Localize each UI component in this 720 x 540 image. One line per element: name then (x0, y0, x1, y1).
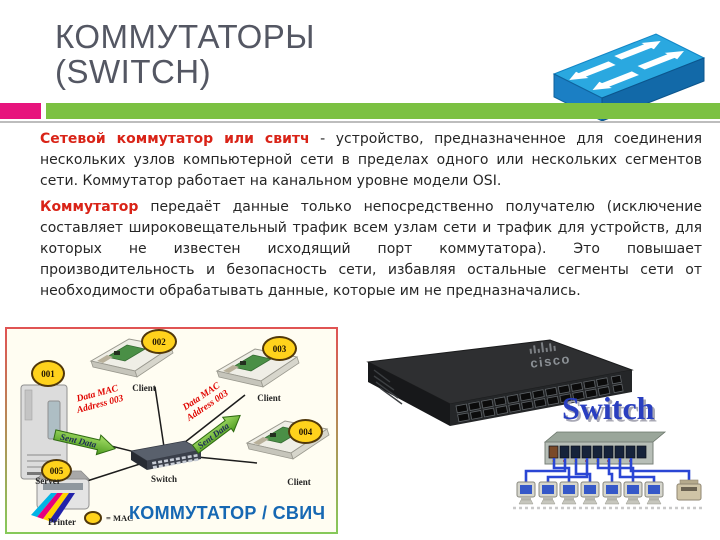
printer-icon (31, 470, 90, 523)
mac-legend-oval (84, 511, 102, 525)
monitor-icon (644, 481, 664, 505)
monitor-icon (516, 481, 536, 505)
mac-oval-printer: 005 (41, 459, 72, 482)
term-kommutator: Коммутатор (40, 199, 139, 215)
paragraph-behavior: Коммутатор передаёт данные только непоср… (40, 197, 702, 302)
monitor-icon (559, 481, 579, 505)
monitor-icon (623, 481, 643, 505)
page-title: КОММУТАТОРЫ (SWITCH) (55, 18, 316, 90)
accent-pink-block (0, 103, 41, 119)
port-grid (455, 374, 624, 423)
switch-device-icon (129, 440, 203, 470)
mac-oval-client3: 003 (262, 336, 297, 361)
divider-line (0, 121, 720, 123)
switch-arrows-icon (569, 40, 684, 90)
paragraph-definition-text: - устройство, предназначенное для соедин… (40, 131, 702, 189)
paragraph-behavior-text: передаёт данные только непосредственно п… (40, 199, 702, 299)
paragraph-definition: Сетевой коммутатор или свитч - устройств… (40, 129, 702, 192)
vent-grille (373, 369, 403, 405)
client-label: Client (257, 393, 281, 403)
mac-oval-server: 001 (31, 360, 65, 387)
cisco-logo-text: cisco (529, 351, 571, 371)
monitor-icon (602, 481, 622, 505)
switch-caption: Switch (562, 390, 655, 426)
mac-legend-label: = MAC (106, 513, 134, 523)
printer-label: Printer (48, 517, 76, 527)
client-label: Client (132, 383, 156, 393)
cisco-switch-photo: cisco (366, 339, 634, 426)
switch-network-diagram: Sent Data Sent Data 001 002 003 004 005 … (5, 327, 338, 534)
switch-ports (152, 454, 199, 469)
mac-oval-client4: 004 (288, 419, 323, 444)
network-diagram-art: Sent Data Sent Data (20, 338, 330, 523)
switch-label: Switch (150, 474, 177, 484)
cisco-logo: cisco (529, 342, 572, 371)
cable-lines (524, 458, 691, 482)
switch-lan-diagram (513, 431, 703, 510)
term-switch: Сетевой коммутатор или свитч (40, 131, 310, 147)
figure-caption: КОММУТАТОР / СВИЧ (129, 503, 326, 523)
client-label: Client (287, 477, 311, 487)
monitor-icon (538, 481, 558, 505)
body-text: Сетевой коммутатор или свитч - устройств… (40, 129, 702, 307)
peripheral-icon (676, 479, 702, 501)
lan-switch-icon (543, 431, 667, 465)
monitor-icon (580, 481, 600, 505)
accent-green-bar (46, 103, 720, 119)
server-label: Server (35, 476, 61, 486)
sent-data-label: Sent Data (196, 420, 232, 450)
mac-oval-client2: 002 (141, 329, 177, 354)
